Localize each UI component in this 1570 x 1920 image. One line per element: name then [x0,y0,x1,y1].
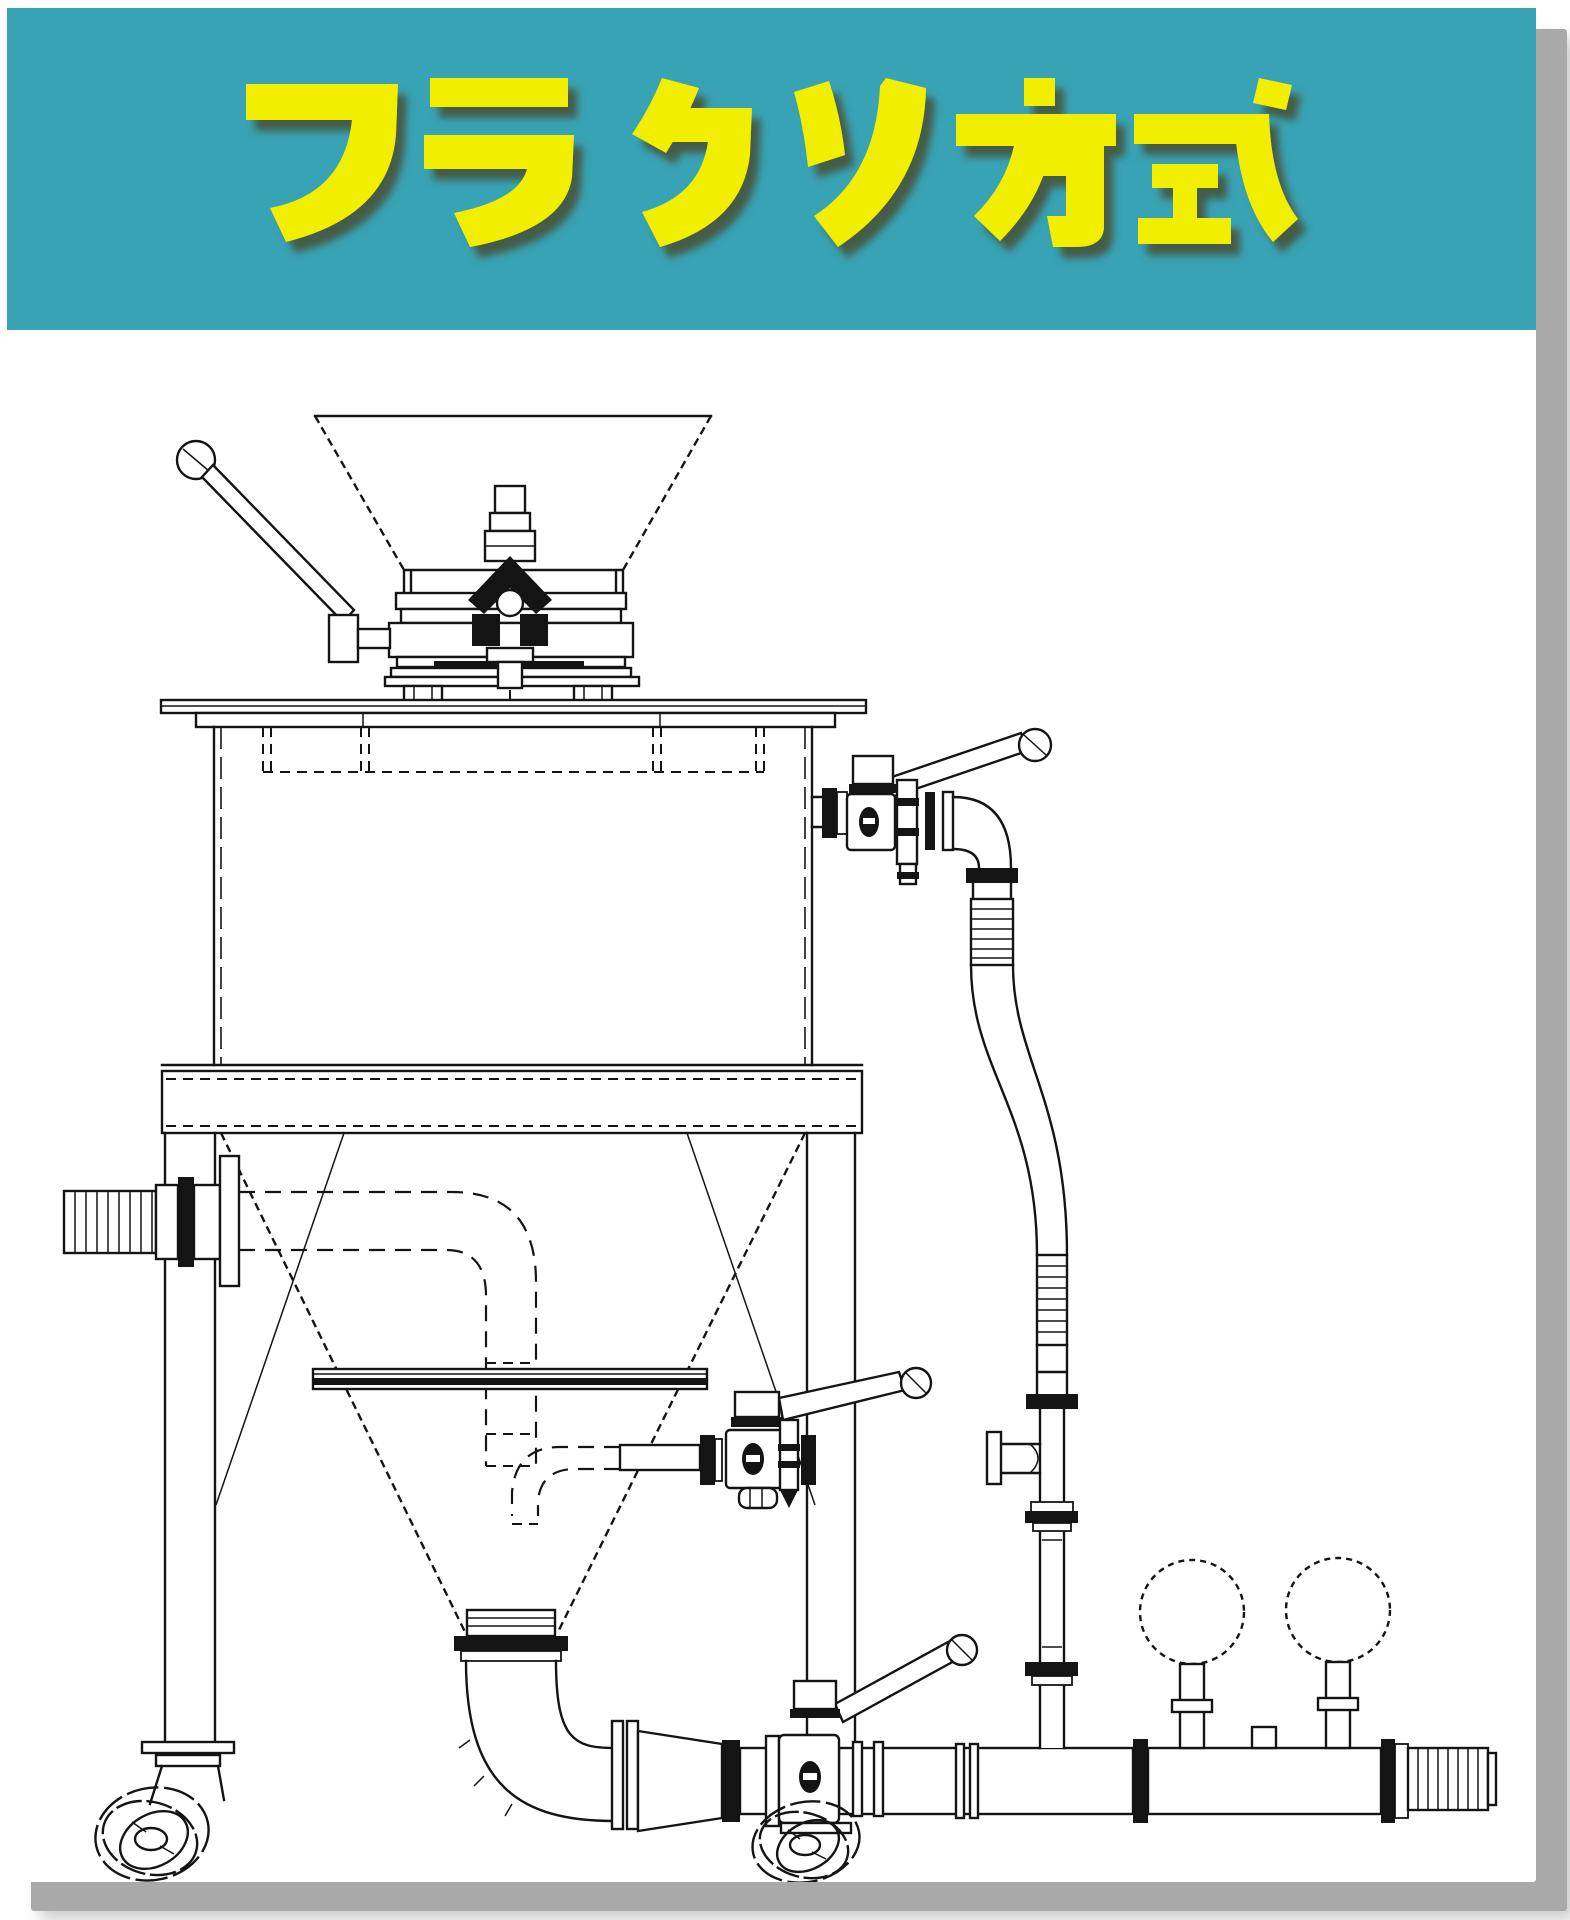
caster-left [94,1740,236,1882]
vent-hose [969,881,1078,1409]
fill-valve [468,484,552,712]
title-glyph-shiki [1134,78,1298,244]
tank-body [212,725,814,1067]
title-banner: フラクソ方式 [7,8,1536,330]
title-glyph-ku [632,78,752,247]
equipment-drawing [62,414,1498,1882]
title-glyph-ra [424,78,574,247]
hidden-fluidizing-pipe [510,1445,620,1525]
outlet-elbow [458,1659,770,1833]
support-band [160,1063,864,1135]
riser-pipe [985,1407,1078,1750]
pressure-gauge-left [1138,1558,1246,1750]
tank-lid [159,698,868,729]
discharge-cone [215,1132,816,1662]
hidden-inlet-pipe [239,1190,538,1467]
vent-valve [810,727,1053,886]
fill-lever [175,439,392,664]
title-glyph-hou [956,78,1116,247]
title-glyph-fu [246,84,398,242]
inlet-coupling-left [62,1154,241,1288]
fluidizing-valve [618,1366,933,1510]
title-glyph-so [794,78,926,247]
caster-right [751,1800,861,1882]
outlet-coupling-right [1406,1746,1498,1812]
title-art [246,78,1298,247]
manifold-pipe [837,1725,1409,1823]
pressure-gauge-right [1284,1556,1392,1750]
deflector-plate [311,1367,709,1391]
page: フラクソ方式 [7,8,1536,1882]
discharge-valve [764,1633,979,1828]
